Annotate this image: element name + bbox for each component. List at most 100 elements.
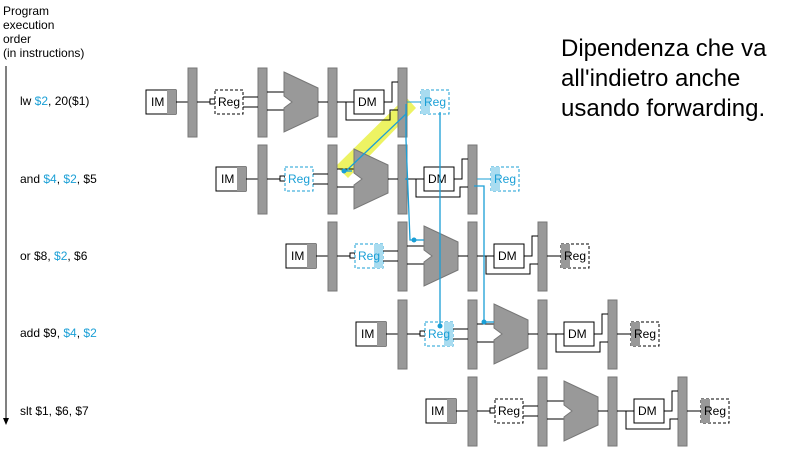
im-label: IM bbox=[151, 95, 164, 109]
instruction-text: lw bbox=[20, 94, 35, 108]
wb-reg-shade bbox=[421, 90, 430, 114]
reg-label: Reg bbox=[498, 404, 520, 418]
reg-port bbox=[349, 252, 356, 259]
pipeline-row: IM Reg DM Reg bbox=[215, 144, 520, 215]
reg-port bbox=[489, 407, 496, 414]
instruction-text: , bbox=[76, 326, 84, 340]
instruction-label: slt $1, $6, $7 bbox=[20, 404, 89, 418]
reg-port bbox=[279, 175, 286, 182]
forwarding-paths bbox=[341, 104, 494, 329]
dm-label: DM bbox=[428, 172, 447, 186]
instruction-text: , 20($1) bbox=[48, 94, 90, 108]
instruction-label: or $8, $2, $6 bbox=[20, 249, 87, 263]
axis-label-line: Program bbox=[3, 4, 50, 18]
register-operand: $2 bbox=[54, 249, 68, 263]
pipeline-register-id-ex bbox=[467, 299, 478, 370]
wb-reg-label: Reg bbox=[704, 404, 726, 418]
im-shade bbox=[377, 322, 386, 346]
headline-line: all'indietro anche bbox=[561, 65, 741, 92]
wb-reg-shade bbox=[491, 167, 500, 191]
wire bbox=[594, 313, 608, 335]
wb-reg-label: Reg bbox=[634, 327, 656, 341]
dm-box bbox=[493, 243, 525, 269]
wb-reg-shade bbox=[631, 322, 640, 346]
wire bbox=[454, 158, 468, 180]
wire bbox=[384, 81, 398, 103]
dm-label: DM bbox=[568, 327, 587, 341]
reg-shade bbox=[374, 244, 383, 268]
pipeline-register-ex-mem bbox=[327, 67, 338, 138]
pipeline-register-if-id bbox=[397, 299, 408, 370]
wire bbox=[555, 334, 608, 353]
reg-box bbox=[214, 89, 244, 115]
reg-label: Reg bbox=[218, 95, 240, 109]
instruction-text: , bbox=[56, 172, 64, 186]
wire bbox=[625, 411, 678, 430]
im-label: IM bbox=[431, 404, 444, 418]
instruction-text: add $9, bbox=[20, 326, 64, 340]
pipeline-register-mem-wb bbox=[467, 144, 478, 215]
wire bbox=[485, 256, 538, 275]
register-operand: $2 bbox=[83, 326, 97, 340]
reg-port bbox=[419, 330, 426, 337]
reg-label: Reg bbox=[358, 249, 380, 263]
forward-path-and-add bbox=[474, 185, 485, 322]
register-operand: $2 bbox=[34, 94, 49, 108]
wb-reg-label: Reg bbox=[564, 249, 586, 263]
pipeline-row: IM Reg DM Reg bbox=[145, 67, 450, 138]
instruction-text: and bbox=[20, 172, 44, 186]
pipeline-register-if-id bbox=[187, 67, 198, 138]
im-shade bbox=[237, 167, 246, 191]
reg-box bbox=[284, 166, 314, 192]
reg-label: Reg bbox=[428, 327, 450, 341]
wb-reg-label: Reg bbox=[494, 172, 516, 186]
reg-box bbox=[494, 398, 524, 424]
wire bbox=[524, 235, 538, 257]
dm-box bbox=[633, 398, 665, 424]
instruction-label: add $9, $4, $2 bbox=[20, 326, 97, 340]
headline: Dipendenza che va all'indietro anche usa… bbox=[561, 34, 766, 124]
dm-label: DM bbox=[498, 249, 517, 263]
alu bbox=[563, 380, 599, 442]
register-operand: $4 bbox=[63, 326, 77, 340]
alu bbox=[283, 71, 319, 133]
reg-port bbox=[209, 98, 216, 105]
instruction-text: , $5 bbox=[76, 172, 97, 186]
pipeline-register-if-id bbox=[467, 376, 478, 447]
pipeline-register-id-ex bbox=[537, 376, 548, 447]
pipeline-register-ex-mem bbox=[537, 299, 548, 370]
pipeline-register-if-id bbox=[327, 221, 338, 292]
wire bbox=[415, 179, 468, 198]
instruction-text: or $8, bbox=[20, 249, 55, 263]
pipeline-register-mem-wb bbox=[537, 221, 548, 292]
wb-reg-label: Reg bbox=[424, 95, 446, 109]
pipeline-row: IM Reg DM Reg bbox=[285, 221, 590, 292]
pipeline-register-id-ex bbox=[397, 221, 408, 292]
wb-reg-shade bbox=[561, 244, 570, 268]
forward-dot bbox=[437, 323, 443, 329]
im-label: IM bbox=[361, 327, 374, 341]
register-operand: $4 bbox=[43, 172, 57, 186]
dm-label: DM bbox=[358, 95, 377, 109]
axis-label-line: (in instructions) bbox=[3, 46, 85, 60]
alu bbox=[353, 148, 389, 210]
axis-label: Program execution order (in instructions… bbox=[3, 4, 84, 60]
instruction-label: lw $2, 20($1) bbox=[20, 94, 89, 108]
alu bbox=[423, 225, 459, 287]
reg-label: Reg bbox=[288, 172, 310, 186]
im-shade bbox=[447, 399, 456, 423]
pipeline-register-ex-mem bbox=[467, 221, 478, 292]
im-label: IM bbox=[291, 249, 304, 263]
im-label: IM bbox=[221, 172, 234, 186]
pipeline-register-mem-wb bbox=[677, 376, 688, 447]
pipeline-register-id-ex bbox=[257, 67, 268, 138]
pipeline-register-ex-mem bbox=[607, 376, 618, 447]
axis-label-line: order bbox=[3, 32, 32, 46]
pipeline-register-if-id bbox=[257, 144, 268, 215]
wire bbox=[664, 390, 678, 412]
wire bbox=[345, 102, 398, 121]
pipeline-register-mem-wb bbox=[607, 299, 618, 370]
dm-box bbox=[353, 89, 385, 115]
